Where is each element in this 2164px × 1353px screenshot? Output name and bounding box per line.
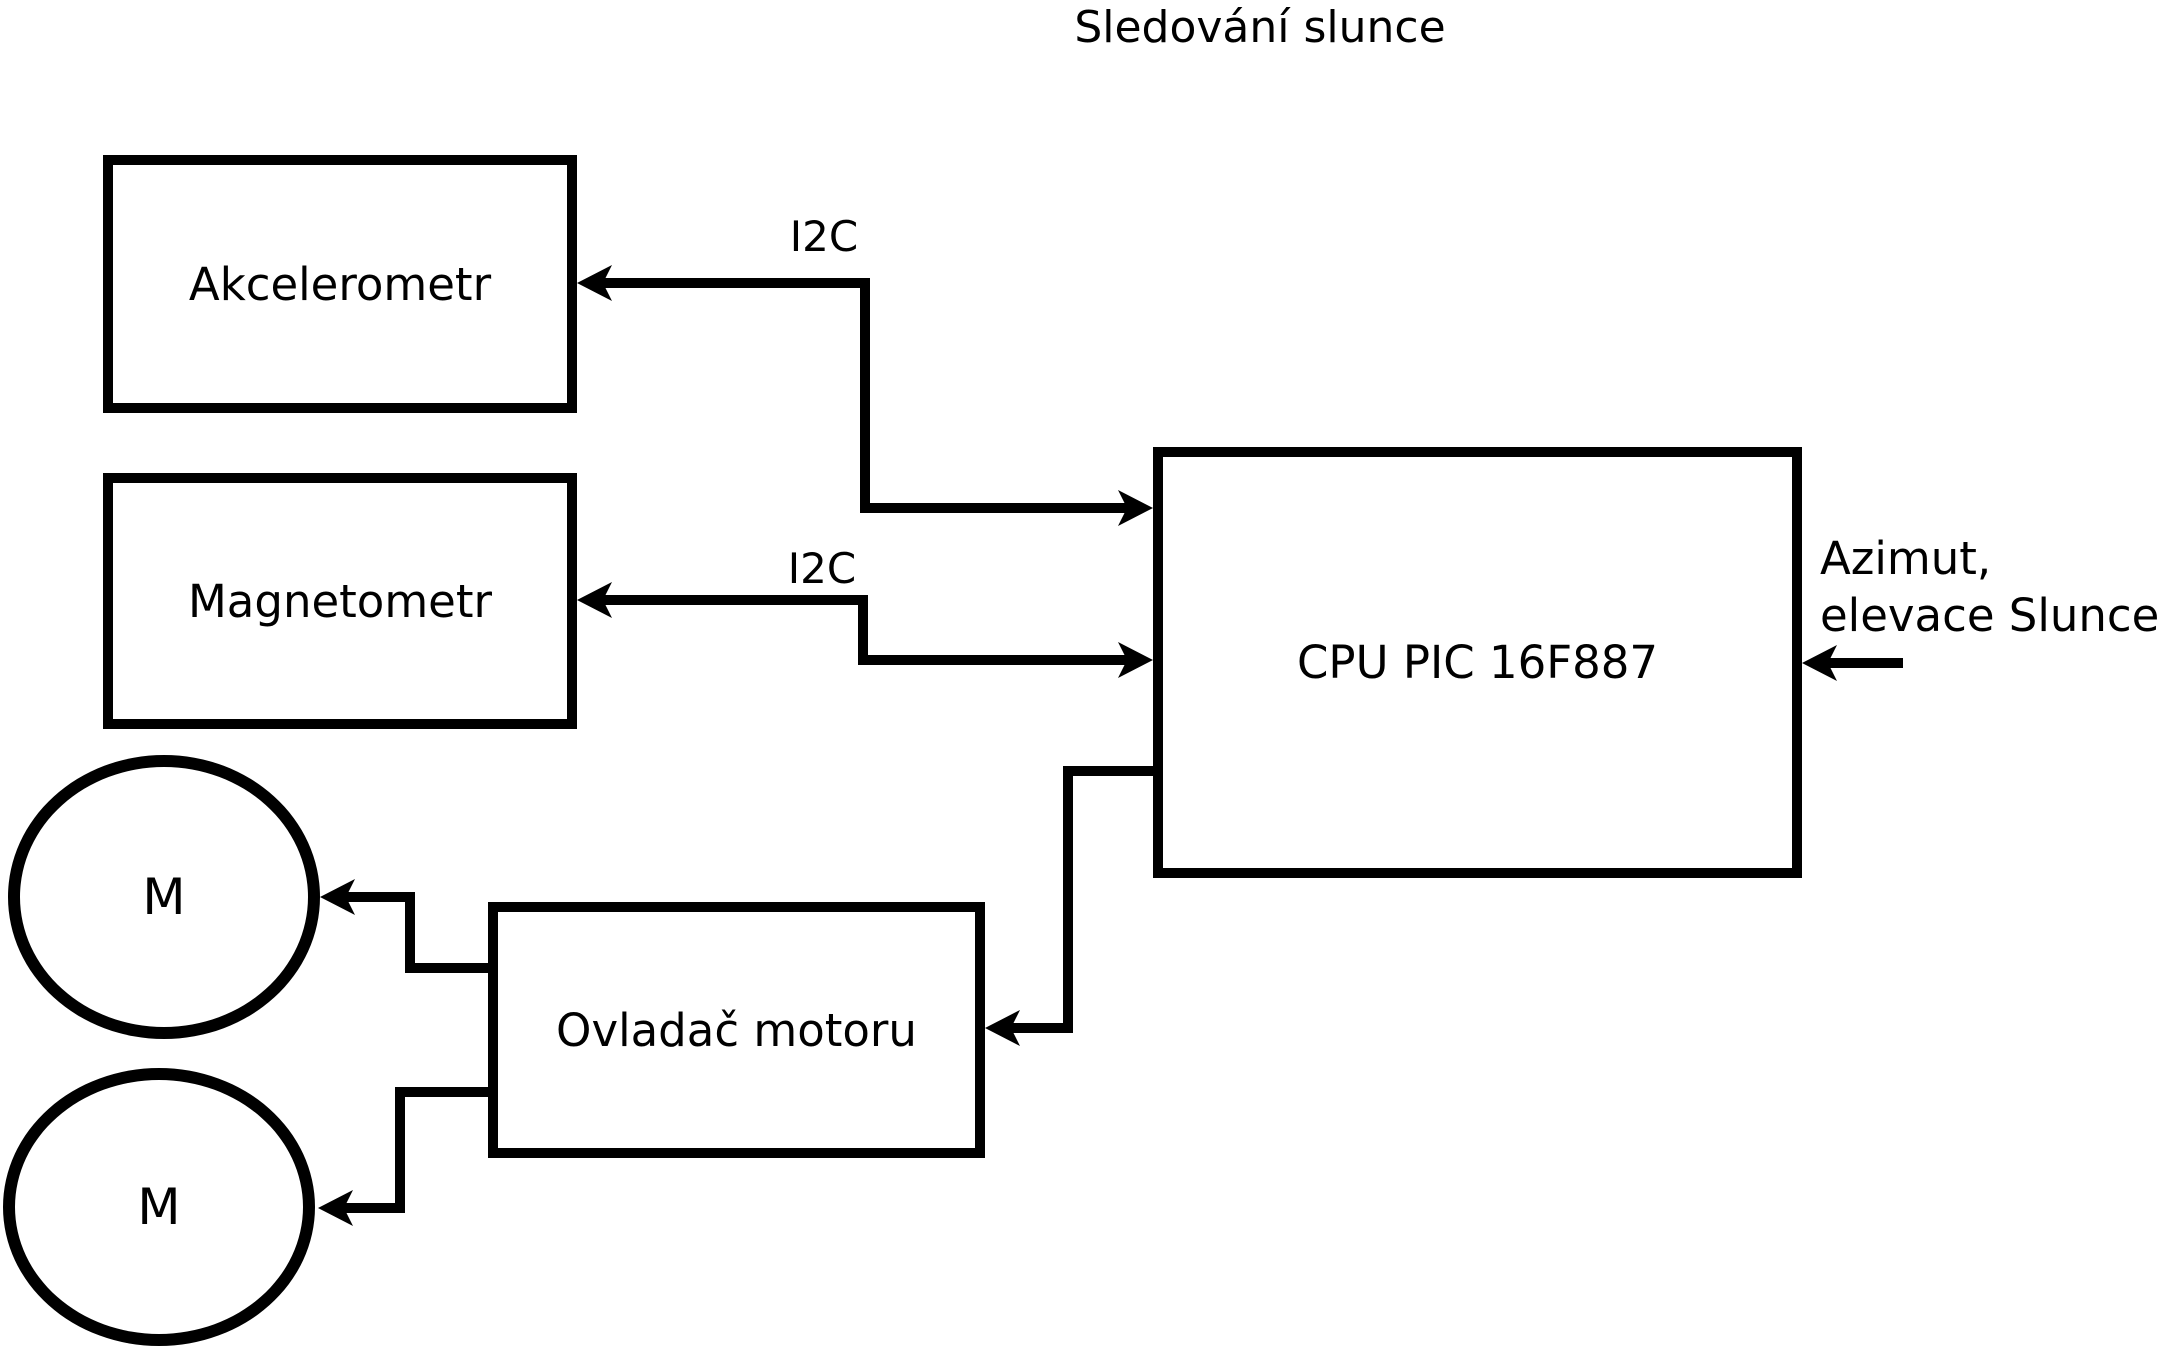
wire-cpu-akcelerometr (603, 278, 1127, 513)
node-magnetometr: Magnetometr (103, 473, 577, 729)
node-akcelerometr-label: Akcelerometr (188, 257, 492, 311)
arrowhead-into-motor2 (318, 1190, 353, 1226)
edge-label-i2c-akcelerometr: I2C (789, 212, 859, 261)
wire-cpu-ovladac (1011, 766, 1155, 1033)
edge-label-i2c-magnetometr: I2C (787, 544, 857, 593)
arrowhead-into-motor1 (320, 879, 355, 915)
diagram-title: Sledování slunce (1074, 2, 1446, 53)
node-ovladac-motoru: Ovladač motoru (488, 902, 985, 1158)
input-label-azimut-line2: elevace Slunce (1820, 589, 2160, 642)
node-ovladac-motoru-label: Ovladač motoru (556, 1003, 917, 1057)
wire-cpu-magnetometr (603, 595, 1127, 665)
node-akcelerometr: Akcelerometr (103, 155, 577, 413)
input-label-azimut-line1: Azimut, (1820, 532, 1992, 585)
arrowhead-into-cpu-right (1802, 645, 1837, 681)
arrowhead-into-magnetometr (577, 582, 612, 618)
node-cpu-label: CPU PIC 16F887 (1297, 636, 1658, 689)
input-label-azimut-elevace: Azimut, elevace Slunce (1820, 530, 2159, 644)
node-motor-2: M (3, 1068, 315, 1346)
node-motor-1-label: M (142, 868, 186, 926)
wire-ovladac-motor2 (344, 1087, 488, 1213)
arrowhead-into-akcelerometr (577, 265, 612, 301)
node-cpu: CPU PIC 16F887 (1153, 447, 1802, 878)
arrowhead-into-cpu-lower (1118, 642, 1153, 678)
arrowhead-into-ovladac (985, 1010, 1020, 1046)
node-motor-2-label: M (137, 1178, 181, 1236)
arrowhead-into-cpu-upper (1118, 490, 1153, 526)
node-magnetometr-label: Magnetometr (187, 574, 492, 628)
node-motor-1: M (8, 755, 320, 1039)
wire-ovladac-motor1 (346, 892, 488, 973)
